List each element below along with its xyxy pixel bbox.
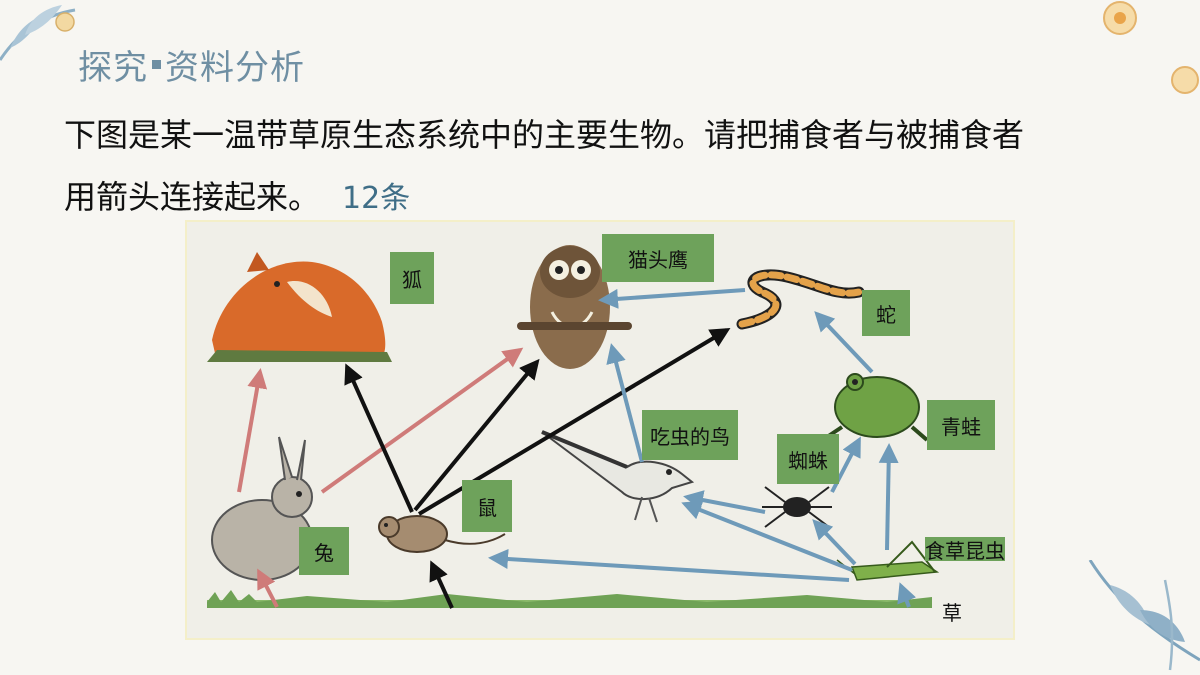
frog-illustration: [825, 373, 929, 442]
arrow-rabbit-to-owl: [320, 347, 524, 494]
question-line-2-text: 用箭头连接起来。: [64, 178, 321, 216]
arrows-rabbit: [237, 347, 524, 608]
mouse-illustration: [378, 515, 506, 553]
label-snake: 蛇: [862, 290, 910, 336]
page-title: 探究 资料分析: [78, 40, 305, 89]
label-fox: 狐: [390, 252, 434, 304]
arrow-snake-to-owl: [598, 288, 746, 309]
question-text: 下图是某一温带草原生态系统中的主要生物。请把捕食者与被捕食者 用箭头连接起来。 1…: [64, 104, 1144, 230]
spider-illustration: [762, 486, 832, 528]
food-web-diagram: 狐 猫头鹰 蛇 吃虫的鸟 青蛙 蜘蛛 食草昆虫 兔 鼠 草: [185, 220, 1015, 640]
flower-decoration-top-right: [1103, 1, 1199, 94]
rabbit-illustration: [211, 436, 313, 581]
label-grass: 草: [942, 601, 962, 625]
label-insectivorous-bird: 吃虫的鸟: [642, 410, 738, 460]
label-mouse: 鼠: [462, 480, 512, 532]
label-herbivorous-insect: 食草昆虫: [925, 537, 1005, 563]
arrow-insect-to-spider: [812, 519, 857, 566]
question-line-1: 下图是某一温带草原生态系统中的主要生物。请把捕食者与被捕食者: [64, 116, 1025, 154]
leaf-decoration-top-left: [0, 5, 76, 61]
label-owl: 猫头鹰: [602, 234, 714, 282]
arrow-grass-to-insect: [897, 582, 917, 608]
arrow-insect-to-bird: [681, 500, 853, 572]
arrow-spider-to-bird: [683, 490, 766, 514]
arrow-frog-to-snake: [814, 311, 874, 374]
arrow-bird-to-owl: [606, 343, 644, 463]
arrow-rabbit-to-fox: [237, 368, 268, 493]
label-spider: 蜘蛛: [777, 434, 839, 484]
leaf-decoration-bottom-right: [1088, 560, 1200, 671]
insectivorous-bird-illustration: [541, 430, 695, 523]
grass-illustration: [207, 590, 932, 608]
arrow-mouse-to-owl: [413, 358, 540, 512]
food-web-drawing: [207, 245, 940, 609]
arrow-insect-to-frog: [878, 443, 899, 551]
owl-illustration: [517, 245, 632, 369]
title-right: 资料分析: [165, 48, 305, 88]
title-separator: [152, 60, 161, 69]
label-rabbit: 兔: [299, 527, 349, 575]
arrow-grass-to-rabbit: [257, 568, 279, 608]
arrow-count: 12条: [342, 181, 411, 216]
fox-illustration: [207, 252, 392, 362]
herbivorous-insect-illustration: [836, 540, 940, 581]
arrows-insect-chain: [488, 288, 917, 608]
arrow-mouse-to-fox: [344, 363, 414, 513]
title-left: 探究: [78, 48, 148, 88]
snake-illustration: [736, 269, 865, 330]
label-frog: 青蛙: [927, 400, 995, 450]
arrow-insect-to-mouse: [488, 549, 850, 582]
question-line-2: 用箭头连接起来。 12条: [64, 166, 1144, 230]
arrow-grass-to-mouse: [429, 560, 454, 609]
